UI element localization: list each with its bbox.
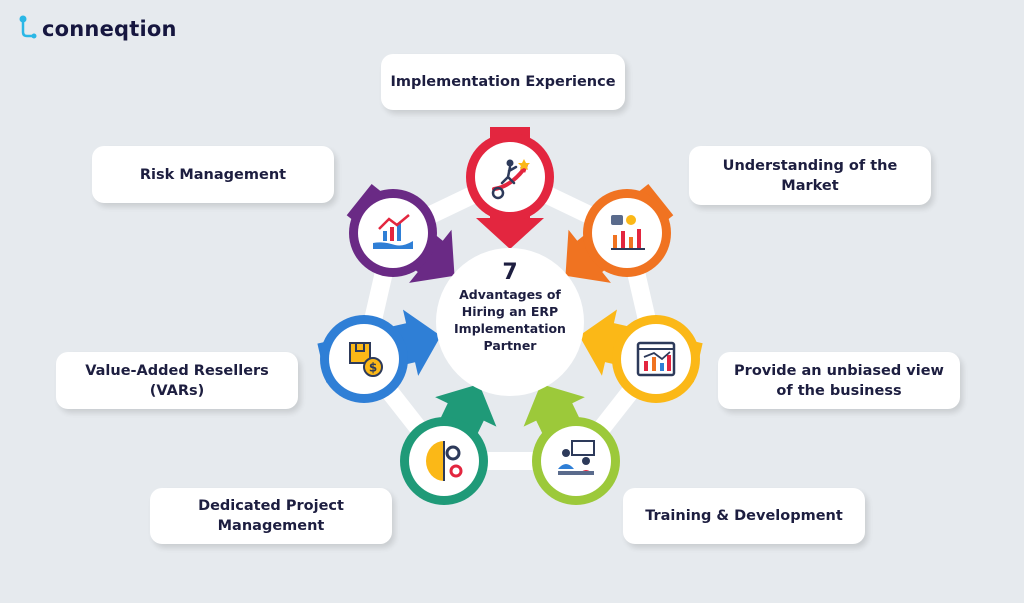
node-training-development [532,417,620,505]
center-text: Advantages of Hiring an ERP Implementati… [454,287,566,353]
svg-text:$: $ [369,361,377,375]
analytics-window-icon [636,341,676,377]
node-project-management [400,417,488,505]
training-meeting-icon [558,440,595,475]
label-unbiased-view: Provide an unbiased view of the business [718,352,960,409]
label-risk-management: Risk Management [92,146,334,203]
hand-growth-chart-icon [373,214,413,249]
label-understanding-market: Understanding of the Market [689,146,931,205]
label-vars: Value-Added Resellers (VARs) [56,352,298,409]
node-implementation-experience [466,133,554,221]
center-title: 7 Advantages of Hiring an ERP Implementa… [445,260,575,354]
node-understanding-market [583,189,671,277]
hand-coin-chart-icon [611,215,645,250]
label-implementation-experience: Implementation Experience [381,54,625,110]
node-unbiased-view [612,315,700,403]
brand-name: conneqtion [42,17,177,41]
node-risk-management [349,189,437,277]
label-training-development: Training & Development [623,488,865,544]
label-project-management: Dedicated Project Management [150,488,392,544]
brand-logo: conneqtion [18,14,177,42]
node-vars: $ [320,315,408,403]
box-dollar-icon: $ [349,342,383,377]
center-circle [436,248,584,396]
person-climbing-arrow-icon [491,159,530,200]
logo-mark-icon [19,15,37,39]
center-number: 7 [502,260,518,285]
brain-gears-icon [426,441,463,481]
